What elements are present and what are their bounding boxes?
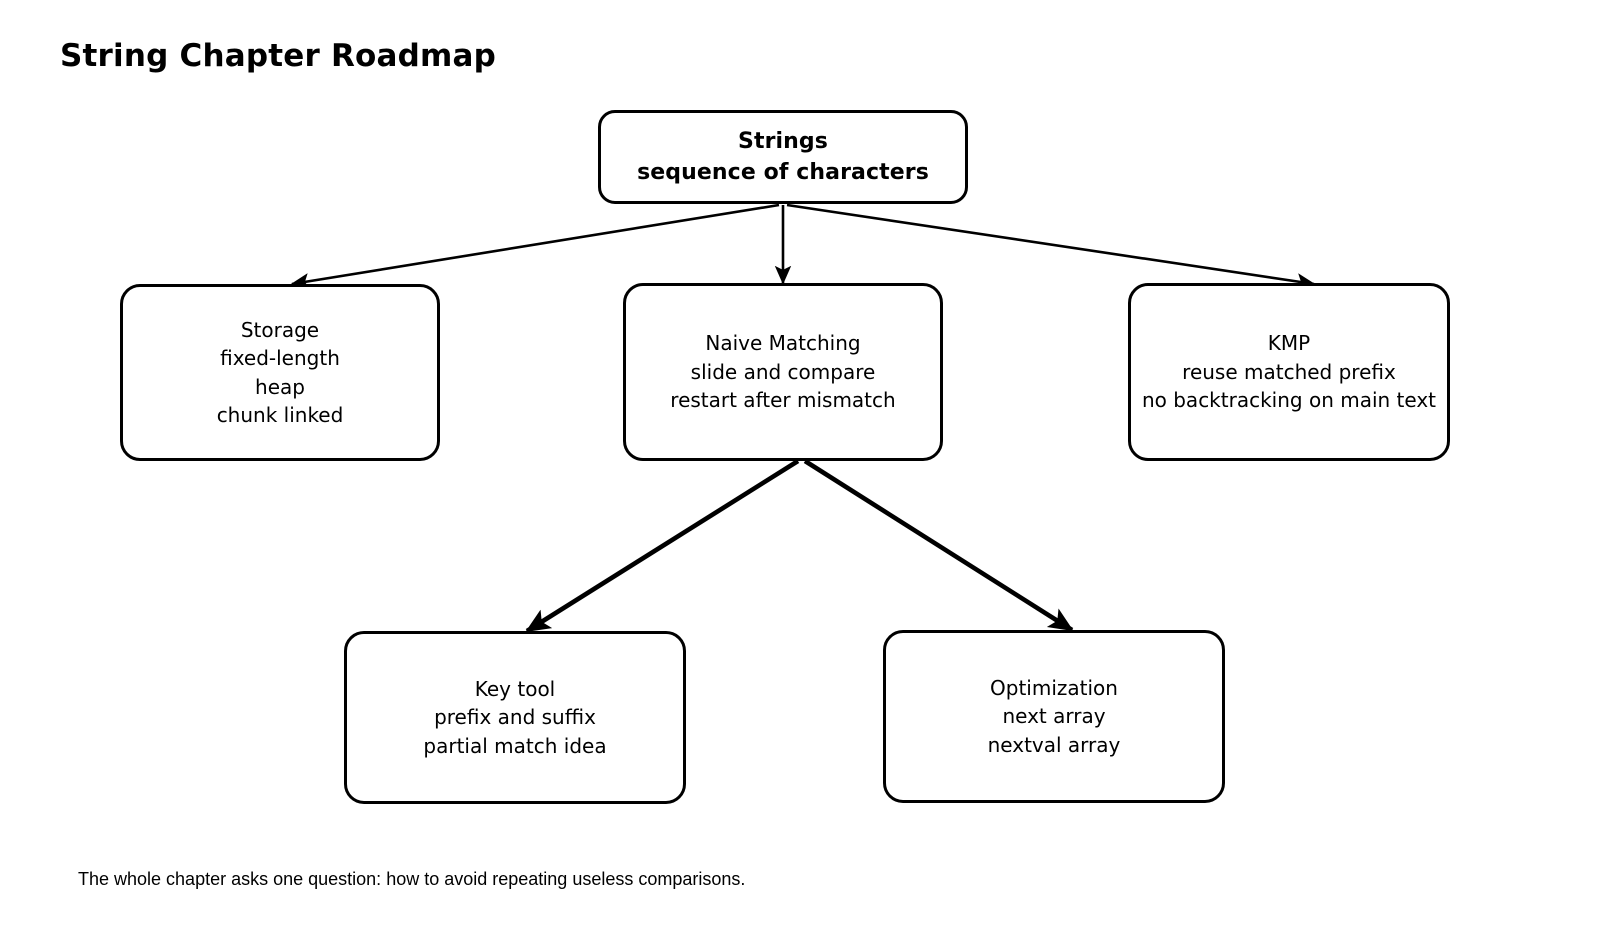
node-optimization-line-2: next array: [1002, 704, 1106, 729]
node-strings-line-1: Strings: [738, 128, 828, 154]
footer-note: The whole chapter asks one question: how…: [78, 869, 746, 889]
node-storage-line-1: Storage: [240, 317, 320, 342]
node-key-tool[interactable]: Key tool prefix and suffix partial match…: [344, 631, 686, 804]
node-naive-matching-line-2: slide and compare: [690, 359, 876, 384]
node-key-tool-line-3: partial match idea: [423, 733, 607, 758]
node-key-tool-line-2: prefix and suffix: [434, 705, 596, 730]
edge-naive-matching-optimization: [803, 459, 1074, 632]
node-kmp-line-3: no backtracking on main text: [1141, 388, 1437, 413]
node-naive-matching-line-3: restart after mismatch: [670, 388, 896, 413]
node-key-tool-line-1: Key tool: [474, 676, 556, 701]
node-kmp[interactable]: KMP reuse matched prefix no backtracking…: [1128, 283, 1450, 461]
node-kmp-line-2: reuse matched prefix: [1182, 359, 1396, 384]
page-title: String Chapter Roadmap: [60, 38, 497, 74]
node-optimization-line-1: Optimization: [990, 675, 1118, 700]
edge-naive-matching-key-tool: [525, 459, 800, 633]
edge-strings-storage: [290, 203, 780, 290]
node-optimization-line-3: nextval array: [987, 732, 1121, 757]
node-naive-matching[interactable]: Naive Matching slide and compare restart…: [623, 283, 943, 461]
node-storage[interactable]: Storage fixed-length heap chunk linked: [120, 284, 440, 461]
edge-strings-kmp: [786, 203, 1316, 290]
node-strings[interactable]: Strings sequence of characters: [598, 110, 968, 204]
node-storage-line-2: fixed-length: [220, 346, 340, 371]
node-kmp-line-1: KMP: [1267, 331, 1311, 356]
node-storage-line-4: chunk linked: [216, 402, 344, 427]
node-strings-line-2: sequence of characters: [637, 160, 929, 185]
node-optimization[interactable]: Optimization next array nextval array: [883, 630, 1225, 803]
node-storage-line-3: heap: [255, 374, 305, 399]
node-naive-matching-line-1: Naive Matching: [705, 331, 861, 356]
